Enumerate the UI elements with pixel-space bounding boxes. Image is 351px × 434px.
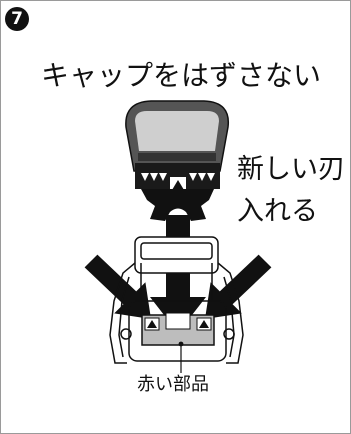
new-blade bbox=[141, 189, 214, 221]
cap-center-triangle bbox=[172, 180, 184, 190]
cap-inner-face bbox=[135, 111, 219, 151]
instruction-line-1: 新しい刃 bbox=[237, 154, 345, 185]
cap-triangle-left-2 bbox=[150, 173, 158, 181]
cap-triangle-right-3 bbox=[207, 173, 215, 181]
diagonal-arrow-right-icon bbox=[205, 254, 272, 319]
step-number-badge: 7 bbox=[5, 7, 29, 31]
red-part-triangle-left bbox=[147, 320, 157, 328]
instruction-line-2: 入れる bbox=[237, 196, 318, 227]
cap-band bbox=[138, 153, 216, 161]
cap-triangle-right-1 bbox=[189, 173, 197, 181]
cap-triangle-right-2 bbox=[198, 173, 206, 181]
down-arrow-icon bbox=[150, 215, 206, 333]
part-label: 赤い部品 bbox=[137, 374, 209, 395]
step-title: キャップをはずさない bbox=[40, 59, 321, 92]
cap-triangle-left-1 bbox=[141, 173, 149, 181]
cap-triangle-left-3 bbox=[159, 173, 167, 181]
red-part-triangle-right bbox=[199, 320, 209, 328]
red-part-center-window bbox=[165, 312, 191, 330]
shaver-frame bbox=[109, 236, 244, 364]
